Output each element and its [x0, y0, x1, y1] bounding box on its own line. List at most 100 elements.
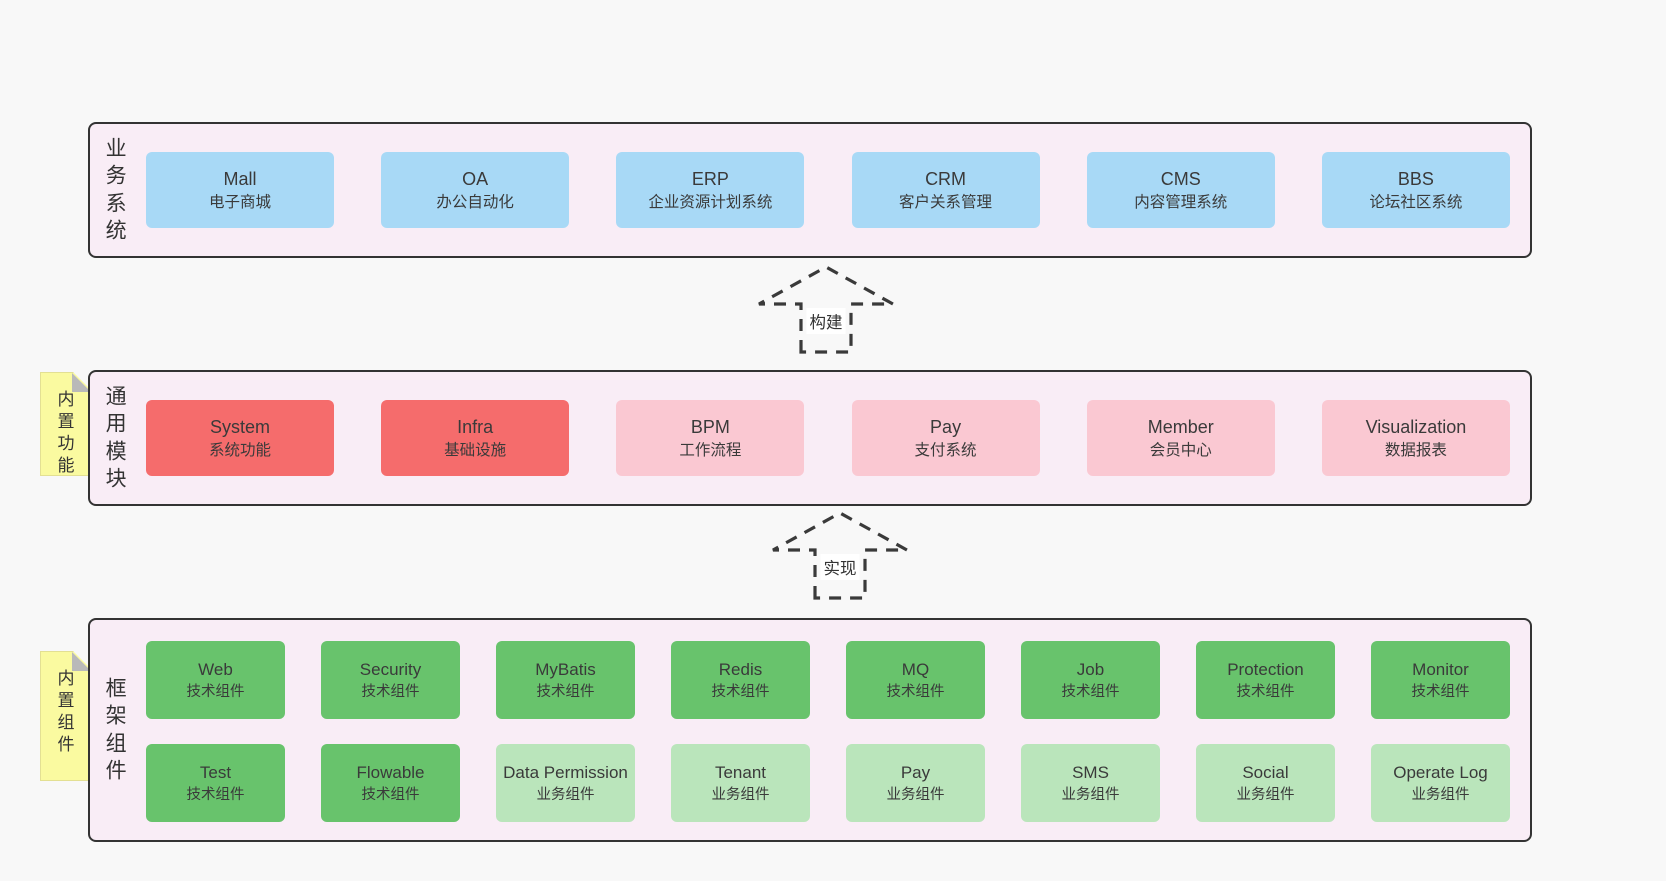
box-title: Member — [1147, 416, 1214, 437]
box-protection: Protection 技术组件 — [1196, 641, 1335, 719]
box-subtitle: 业务组件 — [1236, 786, 1295, 803]
box-title: Protection — [1227, 660, 1304, 680]
box-title: Social — [1242, 763, 1289, 783]
box-subtitle: 业务组件 — [711, 786, 770, 803]
business-systems-box-row: Mall 电子商城 OA 办公自动化 ERP 企业资源计划系统 CRM 客户关系管理 CMS 内容… — [146, 152, 1510, 228]
builtin-components-tag: 内置组件 — [40, 651, 92, 781]
box-title: Pay — [930, 416, 962, 437]
arrow-build-label: 构建 — [806, 308, 846, 334]
box-system: System 系统功能 — [146, 400, 334, 476]
box-title: BBS — [1397, 168, 1434, 189]
box-title: System — [209, 416, 270, 437]
box-title: BPM — [690, 416, 730, 437]
box-oa: OA 办公自动化 — [381, 152, 570, 228]
box-title: Infra — [457, 416, 494, 437]
box-subtitle: 业务组件 — [1411, 786, 1470, 803]
box-redis: Redis 技术组件 — [671, 641, 810, 719]
box-subtitle: 论坛社区系统 — [1369, 194, 1463, 212]
panel-business-systems: 业务系统 Mall 电子商城 OA 办公自动化 ERP 企业资源计划系统 CRM 客户关系管理… — [88, 122, 1532, 258]
box-title: MQ — [901, 660, 930, 680]
box-title: CRM — [925, 168, 967, 189]
box-title: Tenant — [714, 763, 767, 783]
box-subtitle: 技术组件 — [886, 683, 945, 700]
box-subtitle: 技术组件 — [361, 683, 420, 700]
arrow-implement-label: 实现 — [820, 554, 860, 580]
box-title: Data Permission — [503, 763, 628, 783]
box-title: Web — [198, 660, 233, 680]
box-subtitle: 业务组件 — [886, 786, 945, 803]
box-subtitle: 业务组件 — [1061, 786, 1120, 803]
box-bpm: BPM 工作流程 — [616, 400, 805, 476]
box-erp: ERP 企业资源计划系统 — [616, 152, 805, 228]
box-subtitle: 技术组件 — [1411, 683, 1470, 700]
box-job: Job 技术组件 — [1021, 641, 1160, 719]
box-subtitle: 业务组件 — [536, 786, 595, 803]
box-subtitle: 客户关系管理 — [899, 194, 993, 212]
box-member: Member 会员中心 — [1086, 400, 1275, 476]
box-operate-log: Operate Log 业务组件 — [1371, 744, 1510, 822]
box-subtitle: 会员中心 — [1149, 442, 1212, 460]
arrow-implement: 实现 — [770, 510, 910, 600]
box-crm: CRM 客户关系管理 — [851, 152, 1040, 228]
box-tenant: Tenant 业务组件 — [671, 744, 810, 822]
box-title: Visualization — [1365, 416, 1467, 437]
box-subtitle: 技术组件 — [711, 683, 770, 700]
box-title: Mall — [223, 168, 257, 189]
arrow-build: 构建 — [756, 264, 896, 354]
dashed-up-arrow-icon — [758, 265, 894, 354]
box-title: SMS — [1072, 763, 1109, 783]
box-pay: Pay 业务组件 — [846, 744, 985, 822]
box-title: OA — [462, 168, 489, 189]
box-subtitle: 技术组件 — [536, 683, 595, 700]
box-title: Redis — [718, 660, 763, 680]
business-systems-side-label: 业务系统 — [105, 137, 127, 243]
box-subtitle: 系统功能 — [208, 442, 271, 460]
box-mall: Mall 电子商城 — [146, 152, 334, 228]
box-test: Test 技术组件 — [146, 744, 285, 822]
box-mq: MQ 技术组件 — [846, 641, 985, 719]
box-title: Job — [1076, 660, 1105, 680]
box-subtitle: 企业资源计划系统 — [648, 194, 773, 212]
box-subtitle: 内容管理系统 — [1134, 194, 1228, 212]
common-modules-side-label: 通用模块 — [105, 385, 127, 491]
box-title: Monitor — [1412, 660, 1469, 680]
box-sms: SMS 业务组件 — [1021, 744, 1160, 822]
box-data-permission: Data Permission 业务组件 — [496, 744, 635, 822]
box-mybatis: MyBatis 技术组件 — [496, 641, 635, 719]
box-subtitle: 技术组件 — [1236, 683, 1295, 700]
box-visualization: Visualization 数据报表 — [1321, 400, 1510, 476]
box-subtitle: 数据报表 — [1384, 442, 1447, 460]
box-bbs: BBS 论坛社区系统 — [1321, 152, 1510, 228]
box-subtitle: 工作流程 — [679, 442, 742, 460]
box-security: Security 技术组件 — [321, 641, 460, 719]
box-title: Flowable — [356, 763, 425, 783]
box-title: Test — [199, 763, 232, 783]
dashed-up-arrow-icon — [772, 511, 908, 600]
builtin-features-tag: 内置功能 — [40, 372, 92, 476]
box-subtitle: 电子商城 — [208, 194, 271, 212]
box-flowable: Flowable 技术组件 — [321, 744, 460, 822]
box-title: Security — [359, 660, 422, 680]
box-title: Operate Log — [1393, 763, 1488, 783]
box-subtitle: 技术组件 — [186, 786, 245, 803]
box-subtitle: 办公自动化 — [436, 194, 514, 212]
box-social: Social 业务组件 — [1196, 744, 1335, 822]
box-title: MyBatis — [535, 660, 596, 680]
box-title: Pay — [900, 763, 931, 783]
box-subtitle: 技术组件 — [1061, 683, 1120, 700]
builtin-components-tag-label: 内置组件 — [57, 669, 75, 754]
box-title: CMS — [1160, 168, 1201, 189]
box-title: ERP — [691, 168, 729, 189]
box-monitor: Monitor 技术组件 — [1371, 641, 1510, 719]
box-subtitle: 技术组件 — [361, 786, 420, 803]
box-cms: CMS 内容管理系统 — [1086, 152, 1275, 228]
